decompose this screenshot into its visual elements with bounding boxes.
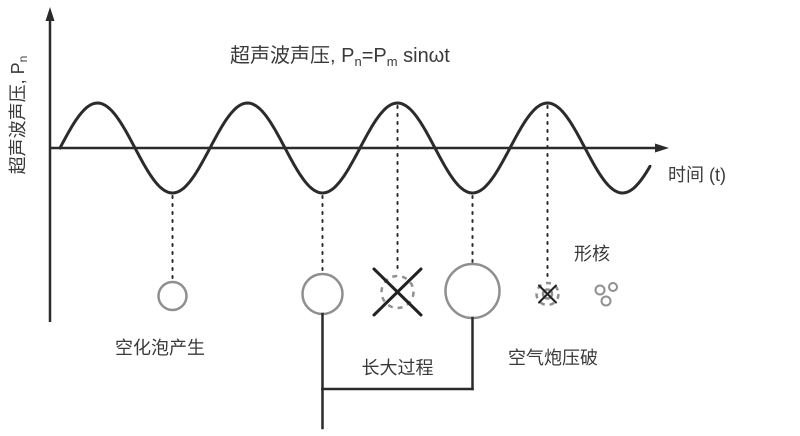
bubble-small xyxy=(157,280,188,312)
title-part1: 超声波声压, P xyxy=(230,44,354,67)
bubble-large xyxy=(444,262,501,320)
burst-x-line-2 xyxy=(538,284,557,304)
title-sub2: m xyxy=(387,54,398,69)
title-part3: sinωt xyxy=(398,45,451,67)
label-nucleation: 形核 xyxy=(574,244,610,264)
title-part2: =P xyxy=(362,45,387,67)
x-axis-label: 时间 (t) xyxy=(668,165,726,185)
title-text: 超声波声压, Pn=Pm sinωt xyxy=(230,44,450,69)
y-axis-arrowhead xyxy=(45,7,55,21)
title-sub1: n xyxy=(354,54,361,69)
sine-wave xyxy=(58,101,652,195)
nucleus-2 xyxy=(608,282,618,292)
nucleus-3 xyxy=(600,295,612,307)
label-bubble-burst: 空气炮压破 xyxy=(508,348,598,368)
y-axis-label-main: 超声波声压, P xyxy=(8,62,28,174)
nucleus-1 xyxy=(594,284,606,296)
bubble-collapsing-dashed xyxy=(380,274,415,310)
label-bubble-generation: 空化泡产生 xyxy=(115,338,205,358)
x-axis-arrowhead xyxy=(655,143,669,153)
burst-dashed-ring xyxy=(535,281,560,307)
x-mark-line-2 xyxy=(372,267,423,317)
y-axis-label-sub: n xyxy=(16,56,30,63)
y-axis-label: 超声波声压, Pn xyxy=(8,56,30,175)
bubble-medium xyxy=(301,272,344,316)
label-growth-process: 长大过程 xyxy=(362,358,434,378)
